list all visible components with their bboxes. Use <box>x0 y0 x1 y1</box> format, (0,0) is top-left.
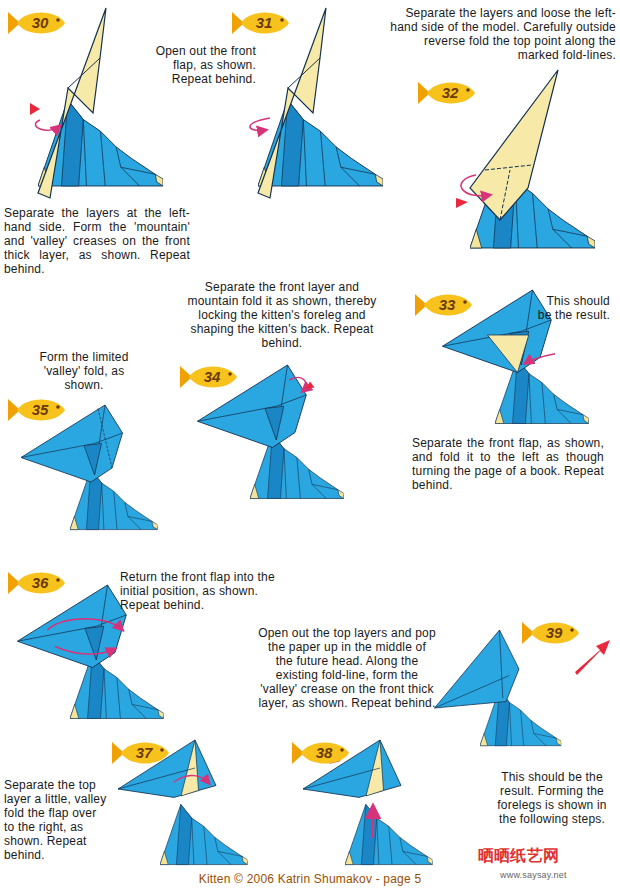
step-number: 34 <box>192 368 232 386</box>
step-instruction: Separate the layers at the left-hand sid… <box>4 206 190 276</box>
step-number: 30 <box>20 14 60 32</box>
step-number: 37 <box>124 744 164 762</box>
step-fish: 35 <box>8 395 66 425</box>
step-instruction: Separate the front layer and mountain fo… <box>182 280 382 350</box>
step-instruction: Open out the front flap, as shown. Repea… <box>138 44 256 86</box>
step-fish: 39 <box>522 618 580 648</box>
step-fish: 33 <box>415 290 473 320</box>
step-fish: 36 <box>8 568 66 598</box>
step-fish: 30 <box>8 8 66 38</box>
watermark: 晒晒纸艺网 <box>478 846 588 866</box>
step-number: 31 <box>244 14 284 32</box>
step-instruction: This should be the result. Forming the f… <box>488 770 616 826</box>
step-fish: 34 <box>180 362 238 392</box>
step-fish: 37 <box>112 738 170 768</box>
step-number: 39 <box>534 624 574 642</box>
footer-credit: Kitten © 2006 Katrin Shumakov - page 5 <box>150 872 470 886</box>
step-instruction: Open out the top layers and pop the pape… <box>258 626 436 710</box>
step-instruction: Separate the layers and loose the left-h… <box>386 6 616 62</box>
step-instruction: Separate the front flap, as shown, and f… <box>412 436 604 492</box>
step-fish: 32 <box>418 78 476 108</box>
step-instruction: This should be the result. <box>536 294 610 322</box>
step-instruction: Form the limited 'valley' fold, as shown… <box>30 350 138 392</box>
step-number: 33 <box>427 296 467 314</box>
step-number: 35 <box>20 401 60 419</box>
step-instruction: Separate the top layer a little, valley … <box>4 778 108 862</box>
step-fish: 38 <box>292 738 350 768</box>
step-number: 32 <box>430 84 470 102</box>
step-number: 38 <box>304 744 344 762</box>
watermark: www.saysay.net <box>500 870 610 881</box>
step-instruction: Return the front flap into the initial p… <box>120 570 295 612</box>
step-number: 36 <box>20 574 60 592</box>
step-fish: 31 <box>232 8 290 38</box>
